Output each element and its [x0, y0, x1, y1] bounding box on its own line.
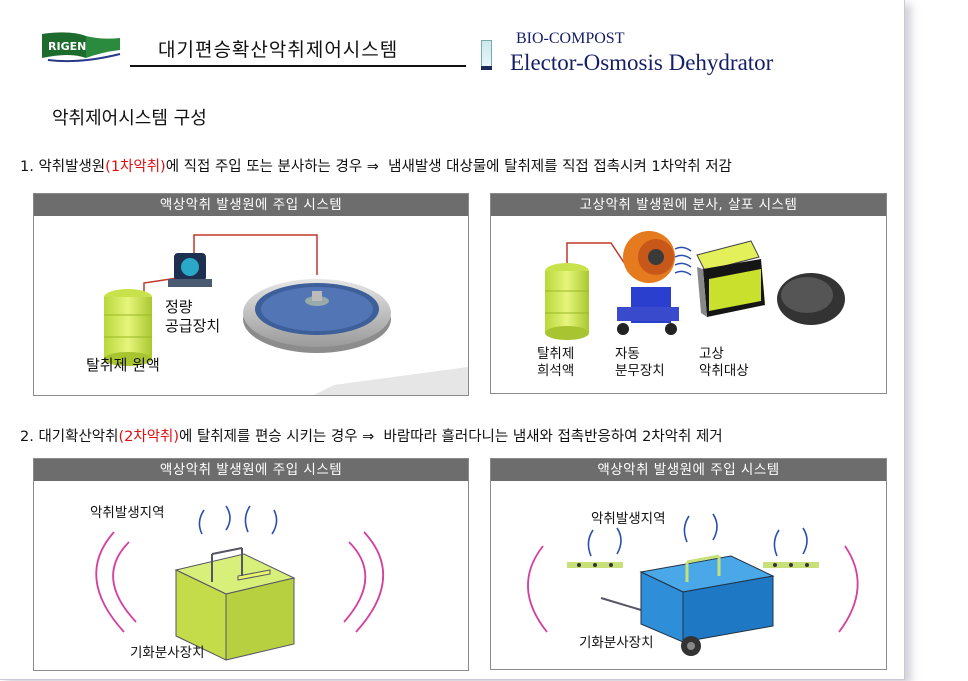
device-label: 기화분사장치 — [130, 645, 205, 661]
solid-spray-illustration — [545, 231, 845, 340]
vaporizer-icon — [174, 547, 296, 661]
spray-bars — [567, 562, 819, 568]
vapor-arrows — [587, 513, 808, 557]
panel-title: 고상악취 발생원에 분사, 살포 시스템 — [491, 194, 886, 216]
target-label: 고상 악취대상 — [699, 346, 749, 379]
logo-text: RIGEN — [48, 40, 86, 53]
item-1-middle: 에 직접 주입 또는 분사하는 경우 ⇒ — [165, 159, 379, 175]
mobile-vaporizer-illustration — [527, 513, 859, 656]
panel-title: 액상악취 발생원에 주입 시스템 — [491, 459, 886, 481]
section-title: 악취제어시스템 구성 — [52, 108, 207, 129]
tank-icon — [545, 263, 589, 340]
odor-waves — [527, 545, 859, 633]
device-label: 기화분사장치 — [579, 635, 654, 651]
pump-label: 정량 공급장치 — [165, 298, 221, 335]
zone-label: 악취발생지역 — [90, 505, 165, 521]
vapor-arrows — [198, 505, 278, 535]
spray-arrows — [674, 246, 692, 276]
tank-icon — [104, 289, 152, 366]
panel-liquid-injection-3: 액상악취 발생원에 주입 시스템 — [490, 458, 887, 670]
page-title: 대기편승확산악취제어시스템 — [158, 39, 399, 61]
product-name: Elector-Osmosis Dehydrator — [510, 50, 774, 75]
item-2-result: 바람따라 흘러다니는 냄새와 접촉반응하여 2차악취 제거 — [383, 429, 723, 445]
item-2-middle: 에 탈취제를 편승 시키는 경우 ⇒ — [179, 429, 375, 445]
liquid-injection-illustration — [104, 234, 468, 395]
tank-label: 탈취제 희석액 — [537, 346, 575, 379]
title-rule — [130, 65, 466, 67]
panel-title: 액상악취 발생원에 주입 시스템 — [34, 459, 468, 481]
item-1: 1. 악취발생원(1차악취)에 직접 주입 또는 분사하는 경우 ⇒ 냄새발생 … — [20, 155, 732, 176]
bio-compost-label: BIO-COMPOST — [516, 30, 625, 47]
mobile-unit-icon — [600, 554, 775, 656]
item-1-result: 냄새발생 대상물에 탈취제를 직접 접촉시켜 1차악취 저감 — [388, 159, 732, 175]
panel-solid-spray: 고상악취 발생원에 분사, 살포 시스템 — [490, 193, 887, 394]
vaporizer-illustration — [95, 505, 384, 661]
sprayer-label: 자동 분무장치 — [615, 346, 665, 379]
compost-icon — [777, 273, 845, 325]
container-icon — [696, 240, 765, 317]
pump-icon — [168, 253, 212, 287]
sprayer-icon — [617, 231, 679, 335]
item-2-highlight: (2차악취) — [118, 429, 180, 445]
odor-waves — [95, 531, 384, 633]
item-2-prefix: 2. 대기확산악취 — [20, 429, 119, 445]
zone-label: 악취발생지역 — [591, 511, 666, 527]
panel-liquid-injection-1: 액상악취 발생원에 주입 시스템 — [33, 193, 469, 396]
tank-label: 탈취제 원액 — [86, 356, 160, 374]
vial-icon — [481, 40, 492, 70]
panel-liquid-injection-2: 액상악취 발생원에 주입 시스템 악취발생지역 기화분사장치 — [33, 458, 469, 671]
item-1-highlight: (1차악취) — [105, 159, 166, 175]
rigen-logo: RIGEN — [42, 32, 121, 63]
slide: RIGEN 대기편승확산악취제어시스템 BIO-COMPOST Elector-… — [0, 0, 905, 680]
basin-icon — [243, 279, 391, 353]
item-1-prefix: 1. 악취발생원 — [20, 159, 106, 175]
panel-title: 액상악취 발생원에 주입 시스템 — [34, 194, 468, 216]
item-2: 2. 대기확산악취(2차악취)에 탈취제를 편승 시키는 경우 ⇒ 바람따라 흘… — [20, 425, 723, 446]
